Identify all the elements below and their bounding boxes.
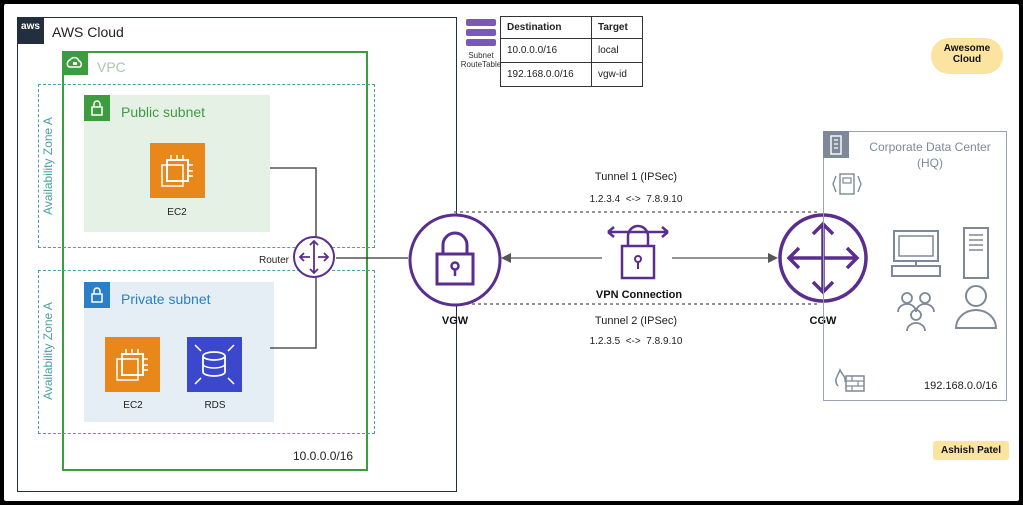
route-table-cell: vgw-id [591, 62, 643, 87]
router-icon [292, 235, 336, 279]
public-subnet-lock-icon [84, 95, 110, 121]
public-ec2-label: EC2 [167, 207, 187, 218]
route-table: Destination Target 10.0.0.0/16 local 192… [500, 16, 643, 87]
tunnel2-title: Tunnel 2 (IPSec) [594, 315, 678, 327]
availability-zone-1 [38, 84, 375, 248]
private-ec2-icon [105, 337, 160, 392]
route-table-header-row: Destination Target [500, 16, 643, 39]
awesome-cloud-badge: Awesome Cloud [931, 38, 1003, 74]
datacenter-title-1: Corporate Data Center [869, 140, 991, 154]
aws-cloud-label: AWS Cloud [52, 24, 124, 40]
awesome-cloud-badge-line1: Awesome [943, 43, 991, 54]
tunnel1-ips: 1.2.3.4 <-> 7.8.9.10 [589, 194, 683, 205]
vgw-icon [407, 212, 503, 308]
route-table-cell: 10.0.0.0/16 [500, 38, 592, 63]
private-ec2-label: EC2 [123, 400, 143, 411]
vpc-cloud-icon [62, 51, 88, 75]
availability-zone-2 [38, 270, 375, 434]
router-label: Router [259, 255, 290, 266]
tunnel1-title: Tunnel 1 (IPSec) [594, 171, 678, 183]
firewall-icon [830, 362, 866, 394]
user-icon [952, 282, 1000, 332]
route-table-icon [464, 18, 498, 48]
table-row: 192.168.0.0/16 vgw-id [500, 62, 643, 87]
connection-lines [270, 167, 819, 349]
tunnel2-ips: 1.2.3.5 <-> 7.8.9.10 [589, 336, 683, 347]
route-table-cell: 192.168.0.0/16 [500, 62, 592, 87]
computer-icon [889, 226, 943, 280]
route-table-header-destination: Destination [500, 16, 592, 39]
route-table-caption-2: RouteTable [460, 60, 502, 69]
table-row: 10.0.0.0/16 local [500, 38, 643, 63]
private-subnet-label: Private subnet [121, 291, 211, 307]
network-device-icon [830, 167, 864, 201]
private-subnet-lock-icon [84, 282, 110, 308]
users-icon [892, 286, 940, 334]
public-ec2-icon [150, 143, 205, 198]
vpn-connection-label: VPN Connection [595, 289, 683, 301]
building-icon [823, 131, 849, 158]
diagram-canvas: aws AWS Cloud VPC 10.0.0.0/16 Availabili… [4, 4, 1019, 501]
rds-icon [187, 337, 242, 392]
route-table-cell: local [591, 38, 643, 63]
route-table-header-target: Target [591, 16, 643, 39]
awesome-cloud-badge-line2: Cloud [952, 54, 982, 65]
route-table-caption-1: Subnet [468, 51, 494, 60]
public-subnet-label: Public subnet [121, 104, 206, 120]
vgw-label: VGW [441, 315, 469, 327]
author-badge-label: Ashish Patel [940, 445, 1002, 456]
rds-label: RDS [204, 400, 226, 411]
author-badge: Ashish Patel [933, 441, 1009, 460]
datacenter-title-2: (HQ) [917, 156, 943, 170]
server-icon [959, 226, 993, 280]
aws-logo-icon: aws [17, 17, 44, 44]
vpc-group [62, 51, 368, 471]
corporate-data-center [823, 131, 1007, 401]
vpn-connection-icon [604, 216, 672, 282]
vpc-label: VPC [97, 59, 126, 75]
vpc-cidr: 10.0.0.0/16 [293, 449, 354, 463]
datacenter-cidr: 192.168.0.0/16 [924, 380, 998, 392]
